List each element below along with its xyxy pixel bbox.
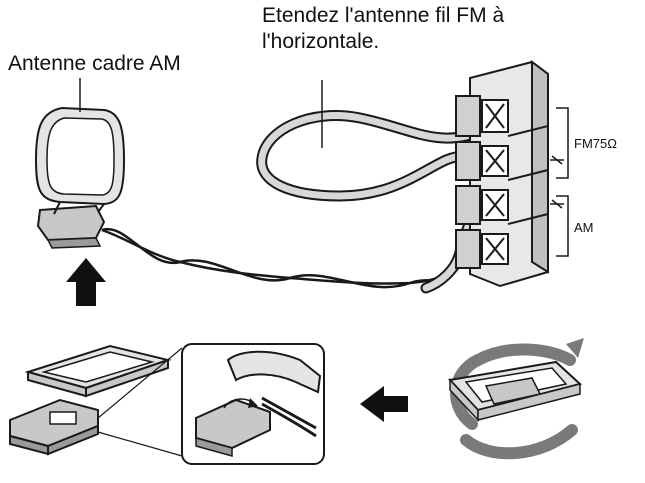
am-loop-frame-on-stand [9, 344, 172, 456]
inset-detail [181, 343, 325, 465]
fm-instruction-line1: Etendez l'antenne fil FM à [262, 4, 505, 27]
fm-terminal-label: FM75Ω [574, 136, 617, 151]
arrow-left-icon [360, 386, 408, 422]
am-terminal-label: AM [574, 220, 594, 235]
zoom-lines [97, 347, 183, 457]
antenna-terminal-block [455, 60, 549, 288]
fm-instruction-line2: l'horizontale. [262, 30, 380, 53]
am-loop-antenna-assembled [34, 106, 126, 249]
am-loop-antenna-label: Antenne cadre AM [8, 52, 181, 75]
terminal-brackets [550, 107, 569, 257]
am-loop-frame-rotating [448, 338, 584, 460]
am-twisted-wire [101, 227, 480, 289]
arrow-up-icon [66, 258, 106, 306]
